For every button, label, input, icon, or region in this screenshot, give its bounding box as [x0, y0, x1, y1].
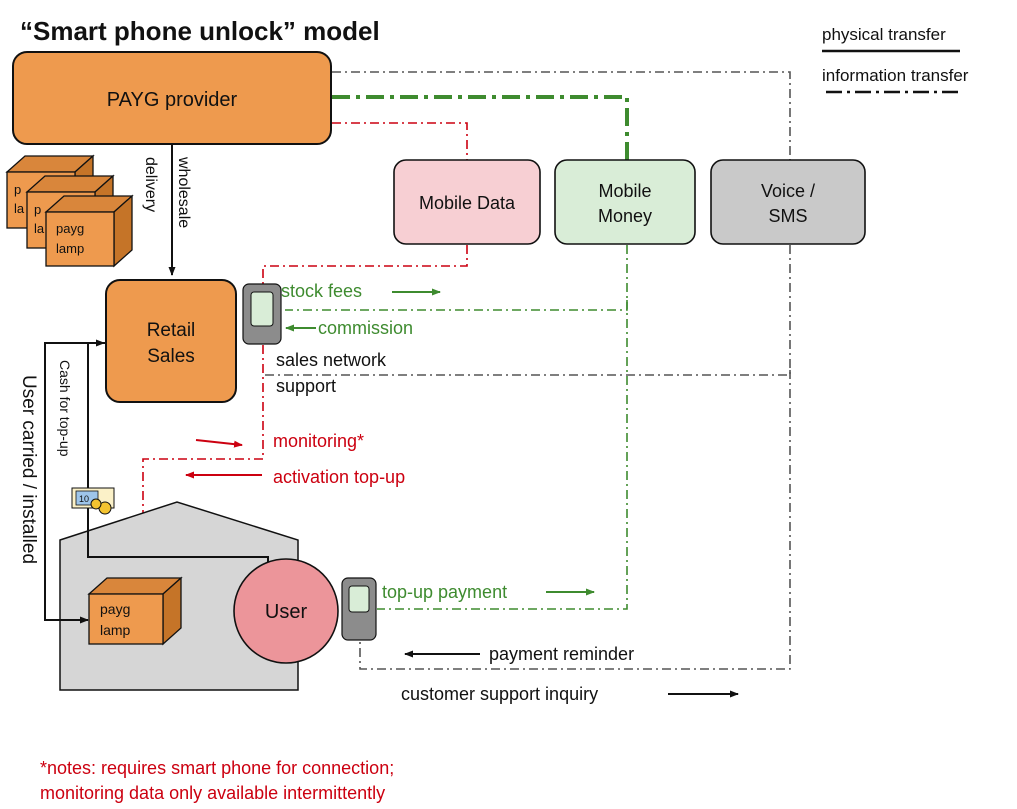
payment-reminder-label: payment reminder	[489, 644, 634, 664]
lamp-stack: p la p la payg lamp	[5, 154, 134, 268]
cash-note-icon: 10	[71, 487, 115, 515]
info-line-provider-voice	[332, 71, 791, 163]
stock-fees-label: stock fees	[281, 281, 362, 301]
note-line-1: *notes: requires smart phone for connect…	[40, 758, 394, 778]
activation-label: activation top-up	[273, 467, 405, 487]
mobile-data-label: Mobile Data	[419, 193, 516, 213]
user-label: User	[265, 601, 308, 623]
lamp-front-label-2: lamp	[56, 241, 84, 256]
monitoring-arrow	[195, 439, 243, 448]
lamp-cube-front: payg lamp	[44, 194, 134, 268]
info-line-money-to-retail	[285, 245, 628, 311]
house-lamp-label-1: payg	[100, 601, 130, 617]
retail-sales-label-1: Retail	[147, 320, 196, 341]
mobile-money-label-2: Money	[598, 206, 652, 226]
user-carried-arrow	[44, 342, 118, 624]
info-line-money-to-user	[377, 300, 628, 610]
mobile-money-label-1: Mobile	[598, 181, 651, 201]
customer-inquiry-label: customer support inquiry	[401, 684, 598, 704]
cash-note-value: 10	[79, 494, 89, 504]
commission-label: commission	[318, 318, 413, 338]
lamp-back-label-2: la	[14, 201, 25, 216]
info-line-data-to-lamp	[142, 245, 468, 590]
cash-topup-label: Cash for top-up	[57, 360, 73, 457]
retail-sales-label-2: Sales	[147, 346, 195, 367]
voice-sms-label-1: Voice /	[761, 181, 815, 201]
info-line-voice-to-retail	[263, 245, 791, 376]
legend-information-label: information transfer	[822, 66, 969, 85]
info-line-voice-to-user	[359, 370, 791, 670]
legend: physical transfer information transfer	[822, 25, 969, 94]
topup-payment-label: top-up payment	[382, 582, 507, 602]
sales-network-label: sales network	[276, 350, 387, 370]
monitoring-label: monitoring*	[273, 431, 364, 451]
user-carried-label: User carried / installed	[18, 375, 39, 564]
voice-sms-label-2: SMS	[768, 206, 807, 226]
legend-physical-label: physical transfer	[822, 25, 946, 44]
page-title: “Smart phone unlock” model	[20, 16, 380, 46]
user-node: User	[233, 558, 339, 664]
lamp-middle-label-1: p	[34, 202, 41, 217]
payg-provider-label: PAYG provider	[107, 89, 238, 111]
house-lamp-label-2: lamp	[100, 622, 131, 638]
retail-sales-box: Retail Sales	[105, 279, 237, 403]
support-label: support	[276, 376, 336, 396]
info-line-provider-mobile-money	[332, 95, 629, 160]
user-phone-icon	[341, 577, 377, 641]
wholesale-label-2: delivery	[142, 157, 159, 212]
payg-provider-box: PAYG provider	[12, 51, 332, 145]
voice-sms-box: Voice / SMS	[710, 159, 866, 245]
info-line-provider-mobile-data	[332, 122, 468, 162]
wholesale-label: wholesale delivery	[142, 156, 192, 228]
mobile-money-box: Mobile Money	[554, 159, 696, 245]
lamp-front-label-1: payg	[56, 221, 84, 236]
note-line-2: monitoring data only available intermitt…	[40, 783, 385, 803]
lamp-middle-label-2: la	[34, 221, 45, 236]
retail-phone-icon	[242, 283, 282, 345]
lamp-back-label-1: p	[14, 182, 21, 197]
lamp-in-house: payg lamp	[87, 576, 183, 646]
wholesale-label-1: wholesale	[175, 156, 192, 228]
mobile-data-box: Mobile Data	[393, 159, 541, 245]
